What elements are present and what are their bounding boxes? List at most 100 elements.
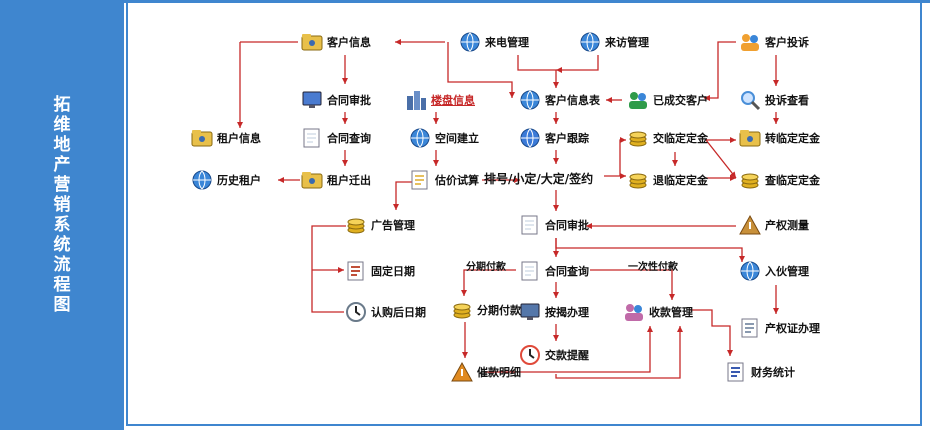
node-customer-follow[interactable]: 客户跟踪	[518, 124, 589, 152]
node-label: 退临定定金	[653, 174, 708, 187]
node-mortgage[interactable]: 按揭办理	[518, 298, 589, 326]
coins-search-icon	[738, 168, 762, 192]
folder-pen-icon	[738, 126, 762, 150]
node-label: 来电管理	[485, 36, 529, 49]
node-contract-query-main[interactable]: 合同查询	[518, 257, 589, 285]
node-space-setup[interactable]: 空间建立	[408, 124, 479, 152]
buildings-icon	[404, 88, 428, 112]
globe-table-icon	[518, 88, 542, 112]
coin-stack-icon	[450, 298, 474, 322]
node-refund-deposit[interactable]: 退临定定金	[626, 166, 708, 194]
node-property-survey[interactable]: 产权测量	[738, 211, 809, 239]
connector-arrow	[690, 309, 733, 356]
node-label: 客户信息	[327, 36, 371, 49]
node-complaint-view[interactable]: 投诉查看	[738, 86, 809, 114]
node-check-deposit[interactable]: 查临定定金	[738, 166, 820, 194]
connector-arrow	[447, 42, 515, 98]
node-label: 按揭办理	[545, 306, 589, 319]
folder-move-icon	[300, 168, 324, 192]
node-label: 催款明细	[477, 366, 521, 379]
node-call-mgmt[interactable]: 来电管理	[458, 28, 529, 56]
node-label: 客户信息表	[545, 94, 600, 107]
doc-pen-icon	[300, 126, 324, 150]
computer-icon	[518, 300, 542, 324]
connector-arrow	[555, 238, 745, 262]
warning-doc-icon	[450, 360, 474, 384]
connector-arrow	[556, 55, 599, 73]
node-payment-mgmt[interactable]: 收款管理	[622, 298, 693, 326]
node-convert-deposit[interactable]: 转临定定金	[738, 124, 820, 152]
node-label: 投诉查看	[765, 94, 809, 107]
certificate-icon	[738, 316, 762, 340]
node-label: 排号/小定/大定/签约	[484, 171, 594, 186]
node-label: 客户投诉	[765, 36, 809, 49]
node-label: 交临定定金	[653, 132, 708, 145]
folder-person-icon	[300, 30, 324, 54]
node-tenant-info[interactable]: 租户信息	[190, 124, 261, 152]
node-deposit-exchange[interactable]: 交临定定金	[626, 124, 708, 152]
connector-arrow	[590, 269, 675, 300]
node-label: 交款提醒	[545, 349, 589, 362]
node-label: 楼盘信息	[431, 94, 475, 107]
handshake-icon	[622, 300, 646, 324]
chart-doc-icon	[724, 360, 748, 384]
alarm-doc-icon	[518, 343, 542, 367]
node-fixed-date[interactable]: 固定日期	[344, 257, 415, 285]
edge-label-installment: 分期付款	[466, 262, 506, 273]
node-payment-reminder[interactable]: 交款提醒	[518, 341, 589, 369]
node-label: 分期付款	[477, 304, 521, 317]
node-contract-review-main[interactable]: 合同审批	[518, 211, 589, 239]
node-label: 固定日期	[371, 265, 415, 278]
node-price-estimate[interactable]: 估价试算	[408, 166, 479, 194]
node-customer-info[interactable]: 客户信息	[300, 28, 371, 56]
connector-arrow	[240, 41, 298, 128]
people-talk-icon	[738, 30, 762, 54]
coins-back-icon	[626, 168, 650, 192]
calculator-icon	[408, 168, 432, 192]
globe-arrow-icon	[408, 126, 432, 150]
node-closed-customers[interactable]: 已成交客户	[626, 86, 708, 114]
connector-arrow	[484, 326, 653, 373]
globe-phone-icon	[458, 30, 482, 54]
magnifier-icon	[738, 88, 762, 112]
node-label: 收款管理	[649, 306, 693, 319]
edge-label-lump-sum: 一次性付款	[628, 262, 678, 273]
node-label: 空间建立	[435, 132, 479, 145]
node-contract-review-top[interactable]: 合同审批	[300, 86, 371, 114]
coins-arrow-icon	[626, 126, 650, 150]
node-label: 估价试算	[435, 174, 479, 187]
node-move-in-mgmt[interactable]: 入伙管理	[738, 257, 809, 285]
calendar-icon	[344, 259, 368, 283]
monitor-doc-icon	[300, 88, 324, 112]
sidebar-title: 拓维地产营销系统流程图	[53, 95, 71, 315]
node-contract-query-left[interactable]: 合同查询	[300, 124, 371, 152]
users-icon	[626, 88, 650, 112]
node-history-tenant[interactable]: 历史租户	[190, 166, 261, 194]
node-label: 产权证办理	[765, 322, 820, 335]
node-label: 财务统计	[751, 366, 795, 379]
globe-visitor-icon	[578, 30, 602, 54]
node-tenant-move-out[interactable]: 租户迁出	[300, 166, 371, 194]
node-collection-detail[interactable]: 催款明细	[450, 358, 521, 386]
folder-coin-icon	[190, 126, 214, 150]
node-finance-stats[interactable]: 财务统计	[724, 358, 795, 386]
node-label: 来访管理	[605, 36, 649, 49]
node-after-purchase-date[interactable]: 认购后日期	[344, 298, 426, 326]
node-property-info[interactable]: 楼盘信息	[404, 86, 475, 114]
node-reserve-flow[interactable]: 排号/小定/大定/签约	[484, 164, 593, 192]
node-customer-complaint[interactable]: 客户投诉	[738, 28, 809, 56]
node-label: 合同审批	[327, 94, 371, 107]
node-label: 租户迁出	[327, 174, 371, 187]
node-customer-info-table[interactable]: 客户信息表	[518, 86, 600, 114]
connector-arrow	[311, 225, 346, 313]
node-visit-mgmt[interactable]: 来访管理	[578, 28, 649, 56]
node-label: 广告管理	[371, 219, 415, 232]
node-label: 入伙管理	[765, 265, 809, 278]
connector-arrow	[517, 55, 559, 88]
node-ad-mgmt[interactable]: 广告管理	[344, 211, 415, 239]
node-installment[interactable]: 分期付款	[450, 296, 521, 324]
clock-icon	[344, 300, 368, 324]
node-label: 查临定定金	[765, 174, 820, 187]
connector-arrow	[704, 41, 736, 101]
node-deed-process[interactable]: 产权证办理	[738, 314, 820, 342]
